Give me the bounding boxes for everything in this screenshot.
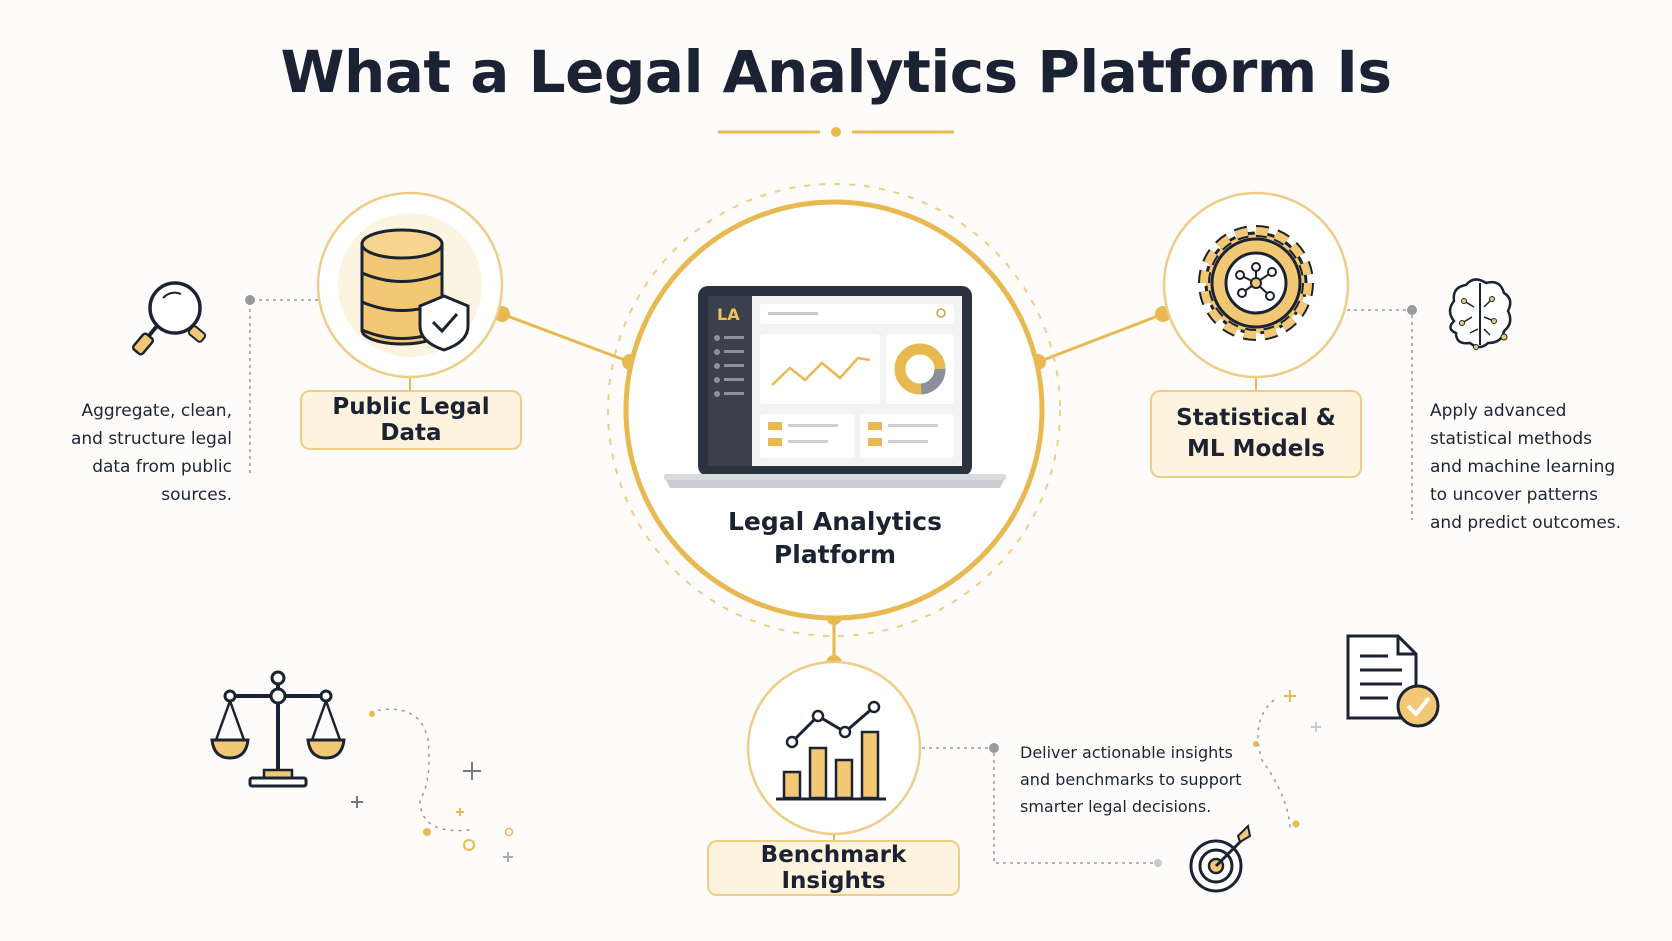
gear-network-icon: [1198, 225, 1314, 341]
title-divider: [718, 127, 954, 137]
benchmark-node: [746, 660, 922, 836]
models-node: [1162, 191, 1350, 379]
document-check-icon: [1346, 634, 1440, 728]
models-label-line2: ML Models: [1187, 436, 1325, 462]
bar-chart-trend-icon: [776, 700, 886, 801]
description-line: smarter legal decisions.: [1020, 797, 1212, 816]
center-label-line2: Platform: [773, 540, 897, 569]
public-legal-data-text: Public Legal Data: [332, 394, 490, 446]
dots: [369, 711, 1300, 851]
description-line: statistical methods: [1430, 429, 1592, 449]
public-data-description: Aggregate, clean, and structure legal da…: [60, 397, 232, 509]
center-label: Legal Analytics Platform: [690, 505, 980, 571]
models-label-line1: Statistical &: [1176, 405, 1336, 431]
public-data-node: [316, 191, 504, 379]
models-label: Statistical & ML Models: [1150, 390, 1362, 478]
center-label-line1: Legal Analytics: [727, 507, 943, 536]
benchmark-insights-label: Benchmark Insights: [707, 840, 960, 896]
description-line: sources.: [161, 485, 232, 505]
description-line: Apply advanced: [1430, 401, 1567, 421]
description-line: to uncover patterns: [1430, 485, 1598, 505]
brain-circuit-icon: [1448, 278, 1512, 350]
target-arrow-icon: [1189, 823, 1252, 893]
description-line: data from public: [92, 457, 232, 477]
description-line: Aggregate, clean,: [81, 401, 232, 421]
benchmark-description: Deliver actionable insights and benchmar…: [1020, 739, 1250, 820]
laptop-dashboard-icon: LA: [664, 286, 1006, 488]
page-title: What a Legal Analytics Platform Is: [280, 38, 1392, 106]
benchmark-insights-text: Benchmark Insights: [760, 842, 907, 894]
magnifier-icon: [131, 281, 207, 356]
models-description: Apply advanced statistical methods and m…: [1430, 397, 1630, 537]
sparkles: [351, 690, 1321, 862]
description-line: and structure legal: [70, 429, 232, 449]
public-legal-data-label: Public Legal Data: [300, 390, 522, 450]
description-line: and machine learning: [1430, 457, 1616, 477]
decorative-swirls: [369, 699, 1291, 832]
description-line: Deliver actionable insights: [1020, 743, 1233, 762]
screen-logo: LA: [717, 305, 740, 324]
description-line: and benchmarks to support: [1020, 770, 1242, 789]
database-shield-icon: [360, 228, 470, 352]
description-line: and predict outcomes.: [1430, 513, 1622, 533]
scales-of-justice-icon: [210, 670, 346, 788]
